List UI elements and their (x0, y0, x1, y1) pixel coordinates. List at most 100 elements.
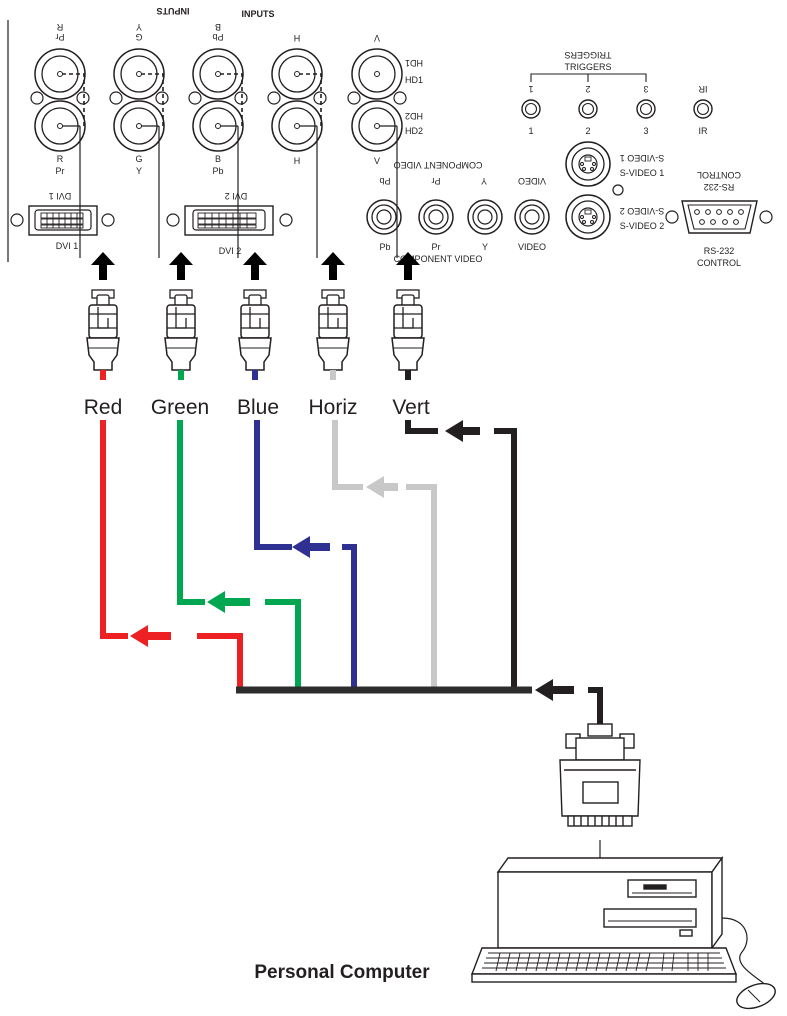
hd1-label-mirrored: HD1 (405, 58, 423, 68)
bnc-label-y: Y (136, 166, 142, 176)
rca-video-label-mirrored: VIDEO (518, 176, 546, 186)
vga-connector (559, 723, 641, 868)
trigger-3-label: 3 (643, 126, 648, 136)
hd1-label: HD1 (405, 75, 423, 85)
bnc-label-top-3b: B (215, 22, 221, 32)
trunk-cable (236, 679, 603, 724)
rca-y-label-mirrored: Y (481, 176, 487, 186)
bnc-label-top-1a: Pr (55, 32, 64, 42)
hd2-label: HD2 (405, 126, 423, 136)
dvi-1-connector: DVI 1 DVI 1 (10, 191, 115, 251)
svideo-block: S-VIDEO 1 S-VIDEO 1 S-VIDEO 2 S-VIDEO 2 (565, 141, 665, 240)
up-arrow-blue (243, 252, 267, 280)
bnc-plugs (86, 289, 425, 371)
up-arrow-green (169, 252, 193, 280)
bnc-label-h: H (294, 156, 301, 166)
component-title: COMPONENT VIDEO (394, 254, 483, 264)
bnc-label-top-5: V (374, 33, 380, 43)
rca-y-label: Y (482, 242, 488, 252)
bnc-label-top-3a: Pb (212, 32, 223, 42)
rca-pr-label: Pr (432, 242, 441, 252)
left-arrow-red (130, 625, 171, 647)
cable-green-lower (265, 599, 301, 690)
bnc-label-v: V (374, 156, 380, 166)
cable-label-green: Green (151, 396, 209, 419)
triggers-title: TRIGGERS (564, 62, 611, 72)
cable-vert-lower (494, 428, 517, 690)
bnc-plug-blue (238, 289, 272, 371)
bnc-label-top-1b: R (56, 22, 63, 32)
bnc-label-g: G (135, 154, 142, 164)
left-arrow-vert (445, 420, 480, 442)
bnc-link-dashes (62, 73, 322, 126)
left-arrow-horiz (366, 476, 398, 498)
trigger-2-label: 2 (585, 126, 590, 136)
svideo2-label-mirrored: S-VIDEO 2 (620, 206, 665, 216)
cable-horiz-upper (332, 420, 363, 490)
power-button (679, 929, 693, 937)
component-title-mirrored: COMPONENT VIDEO (394, 160, 483, 170)
trigger-3-mirrored: 3 (643, 84, 648, 94)
cable-label-vert: Vert (392, 396, 430, 419)
keyboard (470, 947, 738, 975)
keyboard-keys (482, 952, 726, 972)
cable-blue-upper (254, 420, 292, 550)
trigger-1-label: 1 (528, 126, 533, 136)
personal-computer-label: Personal Computer (254, 962, 430, 983)
bnc-plug-horiz (316, 289, 350, 371)
bnc-pin-lines (62, 125, 398, 258)
input-panel: INPUTS INPUTS (7, 6, 773, 268)
rca-pb-label-mirrored: Pb (379, 176, 390, 186)
left-arrow-trunk (535, 679, 574, 701)
cable-labels: Red Green Blue Horiz Vert (84, 396, 430, 419)
bnc-label-top-4: H (294, 33, 301, 43)
mouse (736, 982, 776, 1010)
bnc-label-b: B (215, 154, 221, 164)
bnc-label-top-2a: G (135, 32, 142, 42)
hd-labels: HD1 HD1 HD2 HD2 (405, 58, 423, 136)
left-arrow-green (207, 591, 250, 613)
pc-case-top (496, 857, 724, 873)
svideo2-label: S-VIDEO 2 (620, 221, 665, 231)
bnc-label-pr: Pr (56, 166, 65, 176)
dvi1-label: DVI 1 (56, 241, 79, 251)
bnc-column-2 (109, 48, 169, 152)
bnc-plug-green (164, 289, 198, 371)
ir-label: IR (699, 126, 709, 136)
cable-label-blue: Blue (237, 396, 279, 419)
up-arrow-vert (396, 252, 420, 280)
svideo1-label-mirrored: S-VIDEO 1 (620, 153, 665, 163)
rs232-line1: RS-232 (704, 246, 735, 256)
cd-drive (603, 908, 697, 928)
trigger-1-mirrored: 1 (528, 84, 533, 94)
pc-case-side (711, 855, 723, 951)
dvi-2-connector: DVI 2 DVI 2 (166, 191, 293, 256)
up-arrow-red (91, 252, 115, 280)
rca-pb-label: Pb (379, 242, 390, 252)
cable-vert-upper (405, 420, 438, 434)
hd2-label-mirrored: HD2 (405, 111, 423, 121)
cable-red-lower (197, 633, 243, 690)
cable-green-upper (177, 420, 205, 605)
rs232-line1-mirrored: RS-232 (704, 182, 735, 192)
cable-runs (100, 420, 517, 690)
trunk-to-vga (588, 687, 603, 724)
dvi1-label-mirrored: DVI 1 (49, 191, 72, 201)
cable-label-red: Red (84, 396, 123, 419)
dvi2-label: DVI 2 (219, 246, 242, 256)
cable-stubs (100, 370, 411, 380)
trigger-2-mirrored: 2 (585, 84, 590, 94)
bnc-plug-vert (391, 289, 425, 371)
bnc-label-r: R (57, 154, 64, 164)
bnc-top-labels: Pr R G Y Pb B H V (55, 22, 380, 43)
rca-video-label: VIDEO (518, 242, 546, 252)
personal-computer (470, 855, 776, 1010)
cable-horiz-lower (406, 484, 437, 690)
dvi2-label-mirrored: DVI 2 (225, 191, 248, 201)
rca-pr-label-mirrored: Pr (431, 176, 440, 186)
triggers-title-mirrored: TRIGGERS (564, 50, 611, 60)
bnc-label-pb: Pb (212, 166, 223, 176)
bnc-label-top-2b: Y (136, 22, 142, 32)
